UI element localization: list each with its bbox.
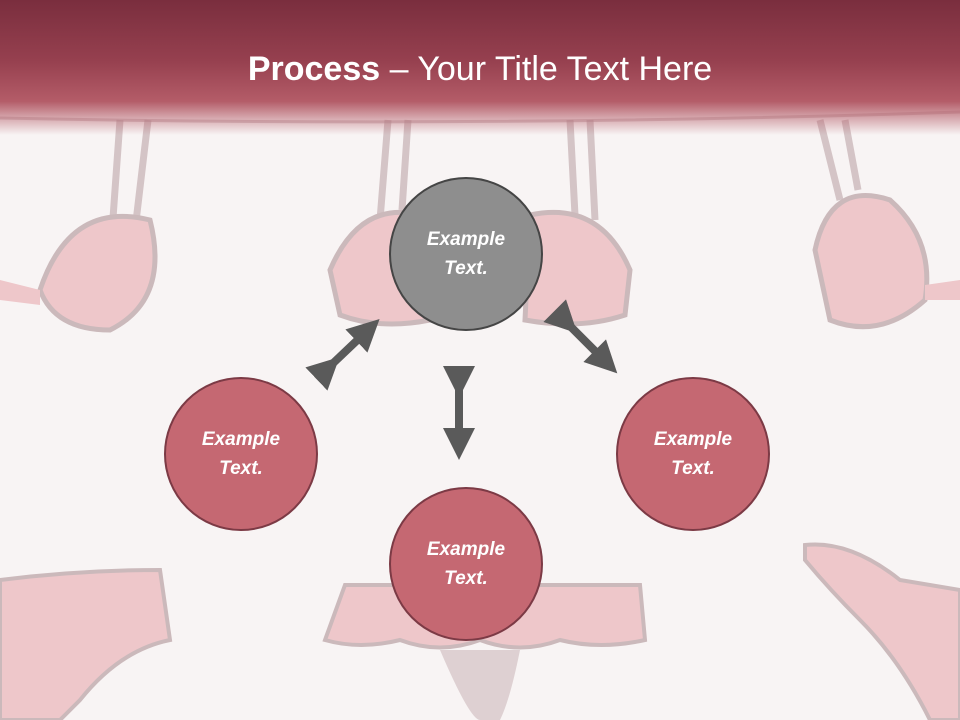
node-top-line1: Example xyxy=(426,229,506,250)
title-rest: – Your Title Text Here xyxy=(380,50,713,88)
node-right-line1: Example xyxy=(653,429,733,450)
node-bottom-line1: Example xyxy=(426,539,506,560)
node-right[interactable]: Example Text. xyxy=(616,377,770,531)
node-bottom[interactable]: Example Text. xyxy=(389,487,543,641)
slide-title: Process – Your Title Text Here xyxy=(0,50,960,89)
node-bottom-line2: Text. xyxy=(444,568,488,589)
node-left-line2: Text. xyxy=(219,458,263,479)
node-left-line1: Example xyxy=(201,429,281,450)
right-diagonal-arrow xyxy=(543,299,618,374)
node-top[interactable]: Example Text. xyxy=(389,177,543,331)
title-banner xyxy=(0,0,960,135)
node-top-line2: Text. xyxy=(444,258,488,279)
node-left[interactable]: Example Text. xyxy=(164,377,318,531)
node-right-line2: Text. xyxy=(671,458,715,479)
left-diagonal-arrow xyxy=(305,318,380,391)
title-bold: Process xyxy=(247,50,381,88)
